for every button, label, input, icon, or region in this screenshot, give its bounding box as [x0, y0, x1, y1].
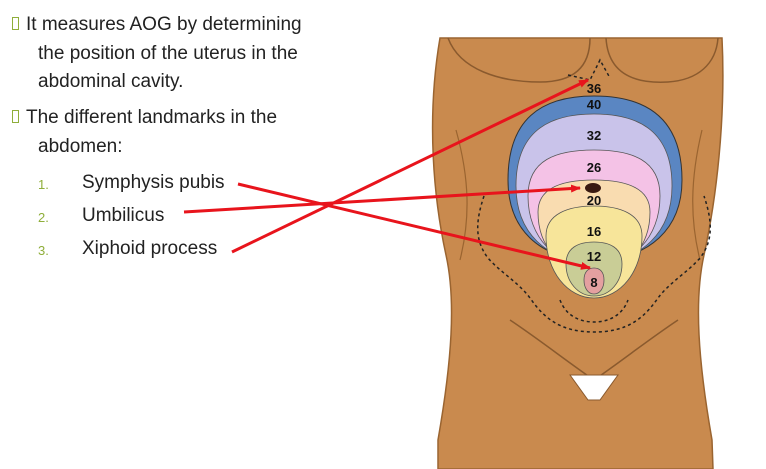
bullet-text-line: The different landmarks in the: [26, 107, 278, 128]
arrow-umbilicus: [183, 184, 581, 214]
arrow-symphysis-pubis: [237, 182, 591, 270]
rib-cage-outline: [567, 58, 611, 81]
bullet-text-line: the position of the uterus in the: [38, 43, 298, 64]
fundal-label-8: 8: [590, 275, 597, 290]
bullet-text-line: It measures AOG by determining: [26, 14, 302, 35]
landmark-label: Xiphoid process: [82, 238, 218, 259]
arm-crease-right: [692, 129, 703, 261]
landmark-label: Symphysis pubis: [82, 172, 225, 193]
fundal-label-40: 40: [587, 97, 601, 112]
breast-left: [447, 37, 591, 83]
arrow-xiphoid-process: [231, 78, 589, 254]
landmark-number: 3.: [38, 243, 49, 258]
arm-crease-left: [455, 129, 468, 261]
bullet-text-line: abdominal cavity.: [38, 71, 184, 92]
pelvis-outline: [477, 195, 711, 333]
fundal-label-16: 16: [587, 224, 601, 239]
fundal-label-20: 20: [587, 193, 601, 208]
landmark-label: Umbilicus: [82, 205, 165, 226]
fundal-label-12: 12: [587, 249, 601, 264]
bullet-text-line: abdomen:: [38, 136, 123, 157]
fundal-label-26: 26: [587, 160, 601, 175]
landmark-number: 2.: [38, 210, 49, 225]
breast-right: [605, 37, 719, 83]
pelvis-inner-outline: [559, 299, 629, 323]
bullet-marker-icon: [12, 110, 19, 123]
fundal-label-36: 36: [587, 81, 601, 96]
fundal-label-32: 32: [587, 128, 601, 143]
bullet-marker-icon: [12, 17, 19, 30]
underwear-shape: [569, 374, 619, 401]
umbilicus-marker: [585, 183, 601, 193]
landmark-number: 1.: [38, 177, 49, 192]
